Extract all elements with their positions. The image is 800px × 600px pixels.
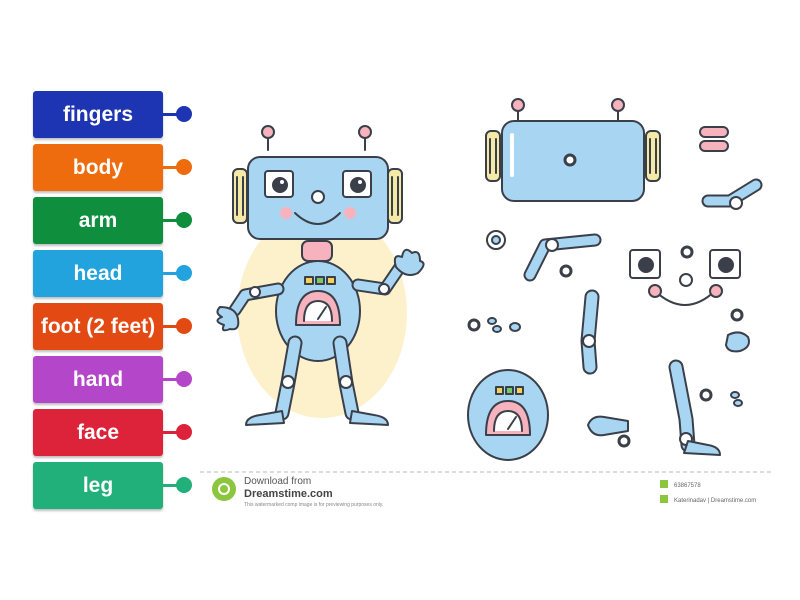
watermark-credit: Katerinadav | Dreamstime.com — [674, 498, 756, 504]
label-row-arm: arm — [33, 197, 203, 250]
connector-dot[interactable] — [176, 159, 192, 175]
robot-left-arm — [216, 282, 285, 332]
label-row-body: body — [33, 144, 203, 197]
connector-dot[interactable] — [176, 477, 192, 493]
label-row-foot: foot (2 feet) — [33, 303, 203, 356]
connector-dot[interactable] — [176, 106, 192, 122]
connector-line — [163, 325, 183, 328]
label-row-hand: hand — [33, 356, 203, 409]
label-row-fingers: fingers — [33, 91, 203, 144]
connector-dot[interactable] — [176, 371, 192, 387]
connector-line — [163, 166, 183, 169]
connector-line — [163, 113, 183, 116]
label-tile-fingers[interactable]: fingers — [33, 91, 163, 138]
label-tile-arm[interactable]: arm — [33, 197, 163, 244]
dreamstime-logo-icon — [212, 477, 236, 501]
assembled-robot — [216, 125, 425, 426]
label-tile-face[interactable]: face — [33, 409, 163, 456]
watermark-id: 63867578 — [674, 483, 701, 489]
part-body[interactable] — [467, 369, 549, 461]
robot-legs — [245, 335, 389, 426]
watermark-disclaimer: This watermarked comp image is for previ… — [244, 502, 383, 508]
connector-dot[interactable] — [176, 424, 192, 440]
connector-dot[interactable] — [176, 318, 192, 334]
watermark-site: Dreamstime.com — [244, 488, 333, 500]
connector-line — [163, 272, 183, 275]
connector-dot[interactable] — [176, 265, 192, 281]
connector-line — [163, 378, 183, 381]
connector-dot[interactable] — [176, 212, 192, 228]
watermark-download: Download from — [244, 476, 311, 487]
robot-right-arm — [351, 248, 425, 296]
part-face[interactable] — [629, 245, 741, 306]
label-row-leg: leg — [33, 462, 203, 515]
label-tile-body[interactable]: body — [33, 144, 163, 191]
label-tile-foot[interactable]: foot (2 feet) — [33, 303, 163, 350]
label-row-head: head — [33, 250, 203, 303]
parts-area — [467, 98, 763, 461]
connector-line — [163, 484, 183, 487]
connector-line — [163, 219, 183, 222]
label-tile-hand[interactable]: hand — [33, 356, 163, 403]
watermark-banner: Download from Dreamstime.com This waterm… — [200, 471, 772, 508]
connector-line — [163, 431, 183, 434]
label-tile-head[interactable]: head — [33, 250, 163, 297]
label-row-face: face — [33, 409, 203, 462]
label-list: fingers body arm head foot (2 feet) hand… — [33, 91, 203, 515]
robot-illustration: Download from Dreamstime.com This waterm… — [200, 98, 772, 508]
label-tile-leg[interactable]: leg — [33, 462, 163, 509]
